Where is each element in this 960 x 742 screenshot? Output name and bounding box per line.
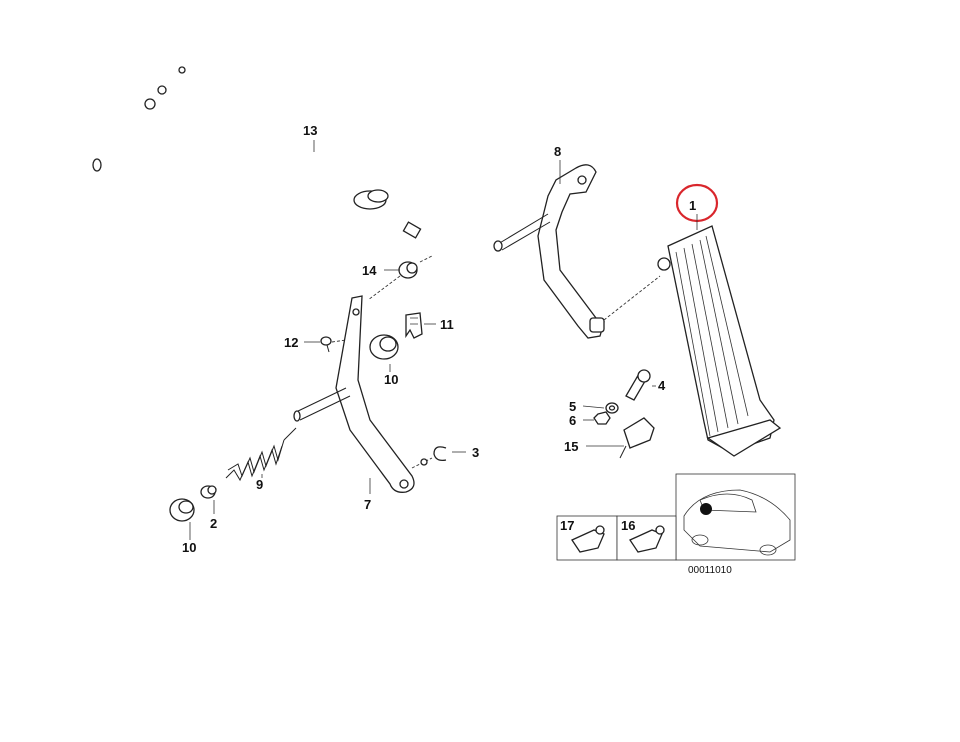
label-11: 11	[440, 317, 454, 332]
accelerator-cable	[81, 66, 439, 258]
screw-12	[320, 336, 347, 353]
circlip-3	[411, 446, 447, 469]
pedal-lever-7	[293, 295, 415, 493]
label-13: 13	[303, 123, 317, 138]
label-3: 3	[472, 445, 479, 460]
label-10-upper: 10	[384, 372, 398, 387]
clip-inset-16	[616, 515, 677, 561]
grommet-14	[367, 255, 433, 301]
label-15: 15	[564, 439, 578, 454]
label-7: 7	[364, 497, 371, 512]
label-17: 17	[560, 518, 574, 533]
locator-dot	[700, 503, 712, 515]
bushing-10-upper	[369, 334, 399, 360]
sensor-15	[619, 417, 655, 459]
figure-code: 00011010	[688, 565, 732, 576]
pedal-arm-8	[493, 164, 661, 339]
label-5: 5	[569, 399, 576, 414]
washer-5	[605, 402, 619, 414]
label-10-lower: 10	[182, 540, 196, 555]
label-1: 1	[689, 198, 696, 213]
bushing-10-lower	[169, 498, 195, 522]
part-labels: 1 2 3 4 5 6 7 8 9 10 10 11 12 13 14 15 1…	[182, 123, 732, 576]
nut-6	[593, 411, 611, 425]
clip-11	[405, 312, 423, 339]
label-2: 2	[210, 516, 217, 531]
label-14: 14	[362, 263, 377, 278]
label-12: 12	[284, 335, 298, 350]
spring-9	[225, 427, 297, 482]
bolt-4	[625, 369, 651, 401]
label-9: 9	[256, 477, 263, 492]
clip-inset-17	[556, 515, 618, 561]
accelerator-pedal-1	[657, 225, 782, 457]
label-16: 16	[621, 518, 635, 533]
label-6: 6	[569, 413, 576, 428]
leader-lines	[189, 140, 698, 540]
label-8: 8	[554, 144, 561, 159]
vehicle-locator-inset	[675, 473, 796, 561]
bushing-2	[200, 485, 217, 499]
label-4: 4	[658, 378, 666, 393]
